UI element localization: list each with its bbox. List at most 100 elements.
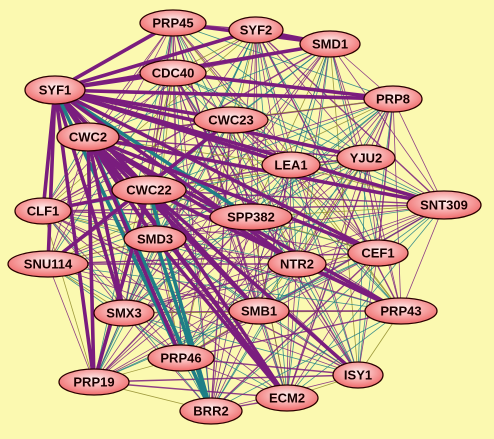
node-label: NTR2 [280, 257, 314, 272]
node-clf1[interactable]: CLF1 [14, 197, 72, 225]
edge [286, 263, 298, 399]
edge [255, 29, 445, 206]
edge [286, 164, 292, 399]
node-isy1[interactable]: ISY1 [332, 361, 384, 389]
edge [42, 210, 379, 254]
node-label: PRP43 [380, 304, 421, 319]
node-label: PRP19 [73, 375, 114, 390]
node-ellipse [147, 344, 215, 372]
node-cdc40[interactable]: CDC40 [139, 59, 207, 87]
node-label: SYF2 [240, 23, 273, 38]
edge-cwc22-prp43 [147, 188, 403, 313]
node-label: CDC40 [152, 66, 195, 81]
edge-smd3-brr2 [153, 237, 213, 413]
edge [47, 263, 359, 376]
edge [172, 22, 212, 412]
edge-syf1-cef1 [53, 88, 380, 255]
node-ellipse [364, 297, 438, 325]
node-ellipse [193, 106, 269, 134]
node-cef1[interactable]: CEF1 [347, 239, 409, 267]
edge [93, 374, 359, 383]
node-ellipse [228, 297, 290, 325]
edge-syf1-syf2 [53, 28, 258, 92]
edge [210, 204, 445, 412]
node-snt309[interactable]: SNT309 [406, 190, 482, 220]
node-ellipse [139, 59, 207, 87]
node-prp45[interactable]: PRP45 [139, 9, 207, 37]
node-label: SYF1 [39, 83, 72, 98]
node-lea1[interactable]: LEA1 [261, 151, 321, 179]
node-label: CWC2 [69, 130, 107, 145]
node-ecm2[interactable]: ECM2 [255, 384, 319, 412]
edge [357, 157, 367, 376]
edge [230, 29, 257, 121]
node-yju2[interactable]: YJU2 [336, 144, 396, 172]
node-syf2[interactable]: SYF2 [228, 16, 284, 44]
edge [258, 310, 288, 399]
edge [42, 210, 95, 383]
node-smb1[interactable]: SMB1 [228, 297, 290, 325]
edge [230, 119, 379, 254]
edge [210, 252, 379, 412]
node-ellipse [261, 151, 321, 179]
node-cwc23[interactable]: CWC23 [193, 106, 269, 134]
node-ellipse [255, 384, 319, 412]
node-smx3[interactable]: SMX3 [93, 299, 155, 327]
node-ellipse [93, 299, 155, 327]
node-prp46[interactable]: PRP46 [147, 344, 215, 372]
edge [255, 29, 379, 254]
node-ellipse [139, 9, 207, 37]
node-spp382[interactable]: SPP382 [209, 203, 293, 231]
node-prp19[interactable]: PRP19 [58, 368, 130, 396]
edge [392, 98, 445, 206]
node-label: PRP46 [160, 351, 201, 366]
edge [123, 263, 298, 314]
edge-cwc22-ecm2 [147, 188, 289, 400]
edge-syf1-snu114 [46, 88, 57, 266]
node-smd3[interactable]: SMD3 [123, 225, 187, 253]
node-ellipse [111, 175, 187, 205]
node-prp8[interactable]: PRP8 [363, 85, 423, 113]
node-label: BRR2 [193, 404, 228, 419]
edge [172, 72, 288, 399]
edge [296, 157, 367, 265]
node-ellipse [123, 225, 187, 253]
edge [180, 310, 402, 359]
node-ellipse [347, 239, 409, 267]
edge [250, 98, 394, 218]
node-ellipse [363, 85, 423, 113]
node-syf1[interactable]: SYF1 [24, 75, 86, 105]
edge-cwc2-prp19 [86, 135, 96, 384]
edge [180, 204, 445, 359]
node-brr2[interactable]: BRR2 [179, 397, 243, 425]
node-label: CEF1 [361, 246, 394, 261]
node-prp43[interactable]: PRP43 [364, 297, 438, 325]
edge [286, 310, 402, 399]
edge [329, 43, 445, 206]
edge [377, 98, 394, 254]
edge [47, 263, 95, 383]
edge [258, 164, 292, 312]
edge [210, 310, 260, 412]
node-label: SNT309 [420, 198, 468, 213]
edge [286, 204, 445, 399]
edge [180, 164, 292, 359]
edge [172, 72, 252, 218]
edge-syf1-snt309 [53, 88, 446, 207]
node-cwc2[interactable]: CWC2 [56, 122, 120, 152]
edge [47, 263, 402, 312]
node-ellipse [7, 250, 89, 278]
edge-cwc2-cef1 [86, 135, 380, 255]
node-label: PRP8 [376, 92, 410, 107]
node-smd1[interactable]: SMD1 [299, 30, 361, 58]
edge-syf1-spp382 [53, 88, 253, 219]
node-label: CWC22 [126, 183, 172, 198]
node-ellipse [14, 197, 72, 225]
edge [392, 98, 402, 312]
node-ntr2[interactable]: NTR2 [267, 250, 327, 278]
node-label: PRP45 [152, 16, 193, 31]
node-cwc22[interactable]: CWC22 [111, 175, 187, 205]
node-ellipse [24, 75, 86, 105]
node-snu114[interactable]: SNU114 [7, 250, 89, 278]
